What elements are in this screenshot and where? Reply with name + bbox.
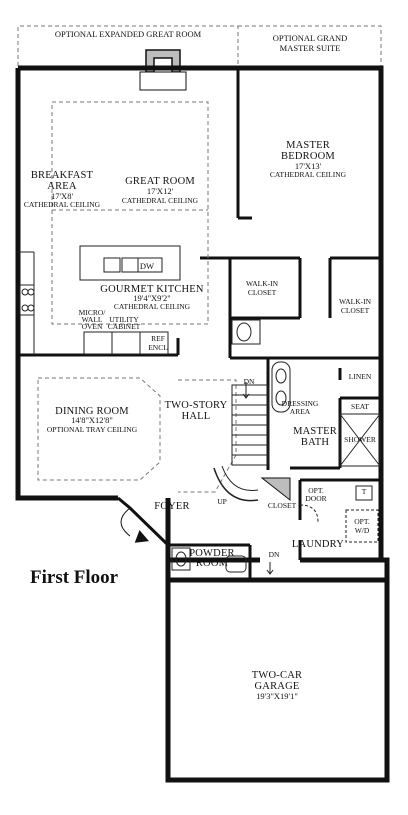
powder-room-label-2: ROOM (195, 558, 229, 569)
optional-grand-master-suite-label-2: MASTER SUITE (279, 43, 341, 53)
entry (117, 496, 170, 547)
two-story-hall-label-2: HALL (181, 411, 211, 422)
optional-grand-master-suite-label-1: OPTIONAL GRAND (272, 33, 348, 43)
walk-in-closet-2-label-2: CLOSET (340, 306, 370, 315)
master-bedroom-name-2: BEDROOM (281, 151, 335, 162)
utility-cabinet-label-2: CABINET (107, 322, 141, 331)
master-bath-label-1: MASTER (293, 426, 337, 437)
master-bedroom-dims: 17'X13' (294, 161, 322, 171)
foyer-label: FOYER (154, 501, 190, 512)
dining-room-ceiling: OPTIONAL TRAY CEILING (46, 425, 138, 434)
master-bath-fixtures (231, 319, 381, 467)
breakfast-area-name-1: BREAKFAST (30, 170, 94, 181)
great-room-dims: 17'X12' (146, 186, 174, 196)
garage-label-1: TWO-CAR (251, 670, 303, 681)
seat-label: SEAT (351, 402, 369, 411)
opt-wd-label-2: W/D (354, 526, 370, 535)
kitchen-ceiling: CATHEDRAL CEILING (113, 302, 191, 311)
master-bedroom-ceiling: CATHEDRAL CEILING (269, 170, 347, 179)
water-heater-label: T (361, 487, 367, 496)
breakfast-area-dims: 17'X8' (51, 191, 73, 201)
garage-dn-label: DN (268, 550, 280, 559)
walk-in-closet-1-label-1: WALK-IN (245, 279, 279, 288)
walk-in-closet-2-label-1: WALK-IN (338, 297, 372, 306)
fireplace (139, 49, 187, 91)
dining-room-dims: 14'8"X12'8" (71, 415, 113, 425)
stairs-up-label: UP (217, 497, 227, 506)
master-bedroom-name-1: MASTER (286, 140, 330, 151)
garage-dims: 19'3"X19'1" (256, 691, 298, 701)
dressing-area-label-1: DRESSING (281, 399, 319, 408)
dw-label: DW (139, 261, 155, 271)
laundry-label: LAUNDRY (291, 539, 345, 550)
optional-expanded-great-room-label: OPTIONAL EXPANDED GREAT ROOM (54, 29, 202, 39)
kitchen-dims: 19'4"X9'2" (133, 293, 171, 303)
opt-door-label-1: OPT. (308, 486, 324, 495)
powder-room-fixtures (171, 547, 247, 573)
great-room-name: GREAT ROOM (125, 176, 195, 187)
powder-room-label-1: POWDER (189, 548, 235, 559)
breakfast-area-ceiling: CATHEDRAL CEILING (23, 200, 101, 209)
micro-wall-oven-label-2: WALL (81, 315, 103, 324)
stairs-down-label: DN (243, 377, 255, 386)
kitchen-name: GOURMET KITCHEN (100, 284, 204, 295)
ref-encl-label-1: REF (151, 334, 165, 343)
dining-room-name: DINING ROOM (55, 406, 129, 417)
exterior-walls (15, 65, 390, 783)
walk-in-closet-1-label-2: CLOSET (247, 288, 277, 297)
garage-label-2: GARAGE (254, 681, 300, 692)
closet-label: CLOSET (267, 501, 297, 510)
shower-label: SHOWER (344, 435, 376, 444)
linen-label: LINEN (348, 372, 372, 381)
dressing-area-label-2: AREA (289, 407, 311, 416)
opt-door-label-2: DOOR (305, 494, 327, 503)
opt-wd-label-1: OPT. (354, 517, 370, 526)
micro-wall-oven-label-3: OVEN (81, 322, 103, 331)
staircase (213, 382, 269, 502)
great-room-ceiling: CATHEDRAL CEILING (121, 196, 199, 205)
optional-expanded-great-room-outline (17, 25, 382, 66)
laundry-fixtures (260, 477, 379, 575)
micro-wall-oven-label-1: MICRO/ (78, 308, 106, 317)
master-bath-label-2: BATH (300, 437, 330, 448)
kitchen-fixtures (18, 245, 181, 355)
plan-title: First Floor (30, 567, 119, 588)
breakfast-area-name-2: AREA (47, 181, 77, 192)
two-story-hall-label-1: TWO-STORY (164, 400, 228, 411)
utility-cabinet-label-1: UTILITY (109, 315, 139, 324)
ref-encl-label-2: ENCL (148, 343, 168, 352)
